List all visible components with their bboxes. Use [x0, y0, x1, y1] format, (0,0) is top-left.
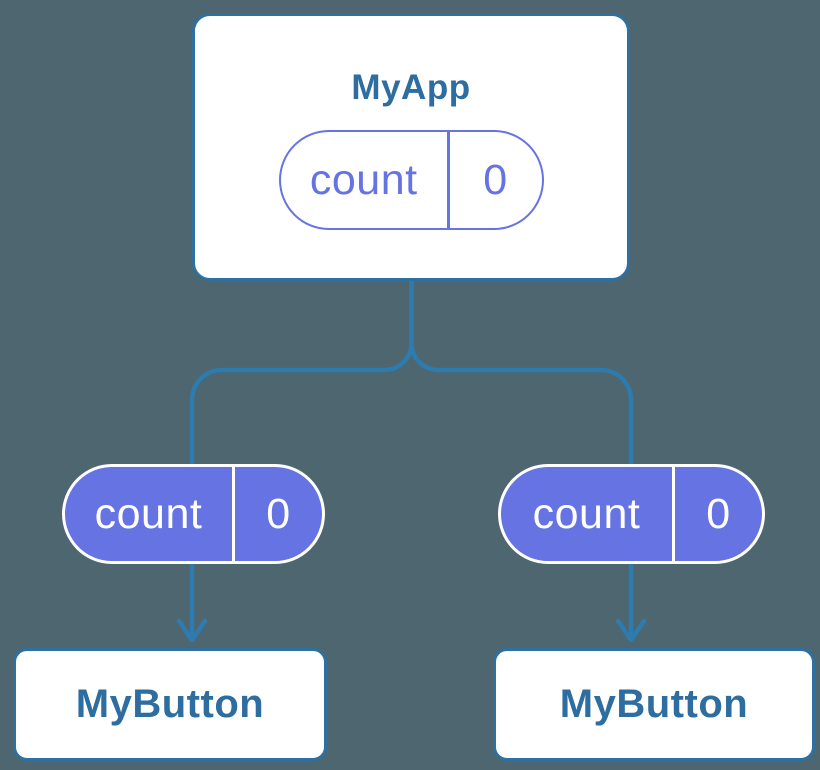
prop-pill-value: 0 — [706, 489, 731, 538]
arrow-down-right-icon — [615, 618, 647, 643]
branch-right-line — [409, 340, 634, 642]
arrow-down-left-icon — [176, 618, 208, 643]
state-pill-label: count — [309, 155, 418, 204]
prop-pill-right: count 0 — [498, 464, 765, 564]
state-pill-myapp: count 0 — [278, 130, 544, 230]
branch-left-line — [189, 340, 414, 642]
prop-pill-value: 0 — [266, 489, 291, 538]
prop-pill-label: count — [532, 489, 641, 538]
state-pill-value: 0 — [483, 155, 508, 204]
node-mybutton-left: MyButton — [13, 648, 327, 761]
node-myapp: MyApp count 0 — [192, 13, 630, 281]
prop-pill-label: count — [94, 489, 203, 538]
node-mybutton-right: MyButton — [493, 648, 815, 761]
pill-divider — [447, 132, 450, 228]
pill-divider — [232, 467, 235, 561]
node-mybutton-title: MyButton — [559, 682, 749, 726]
prop-pill-left: count 0 — [62, 464, 325, 564]
node-mybutton-title: MyButton — [75, 682, 265, 726]
node-myapp-title: MyApp — [351, 68, 471, 107]
pill-divider — [672, 467, 675, 561]
